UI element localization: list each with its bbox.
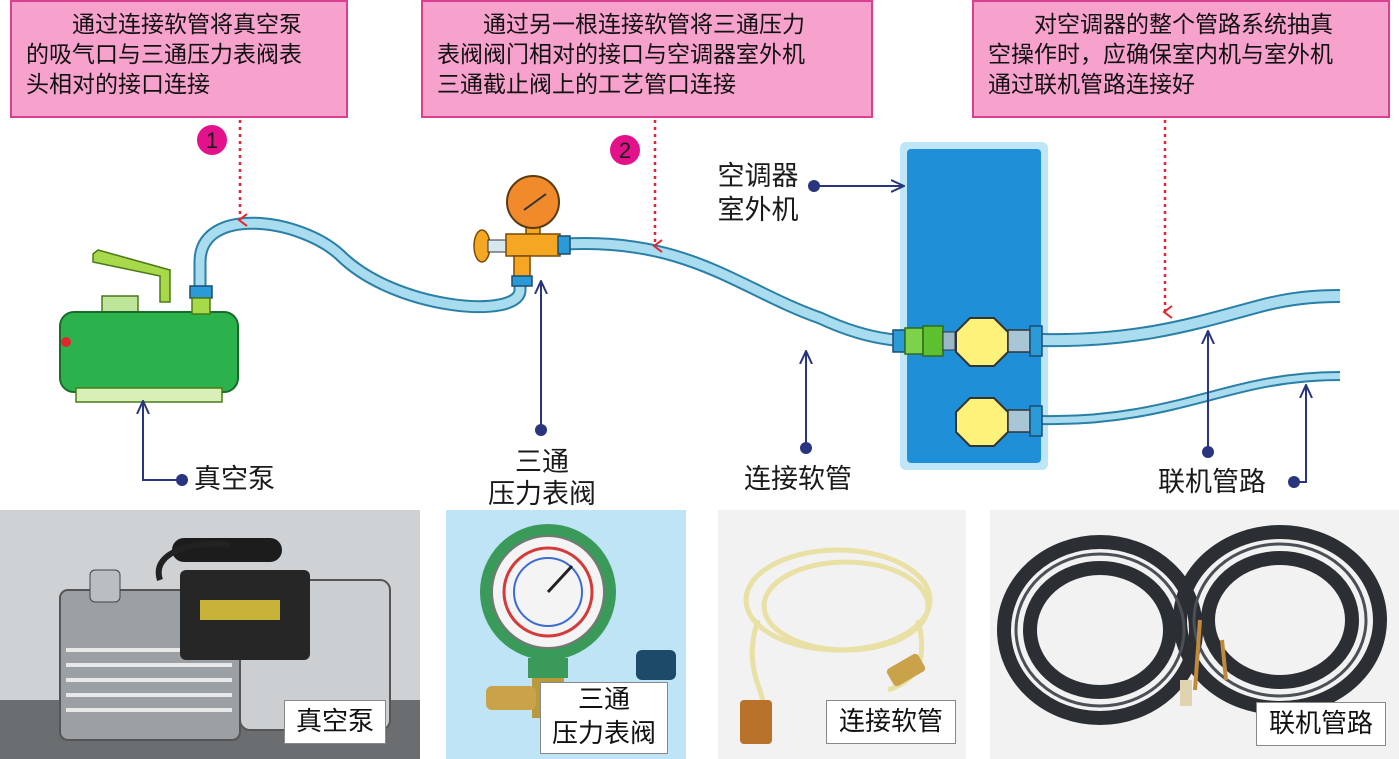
note-1-line-1: 通过连接软管将真空泵 xyxy=(72,12,302,38)
svg-text:1: 1 xyxy=(206,128,218,153)
caption-hose: 连接软管 xyxy=(826,700,956,744)
caption-vacuum-pump: 真空泵 xyxy=(284,700,386,744)
note-2-line-2: 表阀阀门相对的接口与空调器室外机 xyxy=(437,42,805,68)
label-outdoor-line-1: 空调器 xyxy=(717,161,799,192)
note-1-line-3: 头相对的接口连接 xyxy=(26,72,210,98)
instruction-note-2: 通过另一根连接软管将三通压力 表阀阀门相对的接口与空调器室外机 三通截止阀上的工… xyxy=(421,0,873,118)
svg-text:2: 2 xyxy=(619,138,631,163)
label-hose: 连接软管 xyxy=(744,464,852,495)
note-2-line-3: 三通截止阀上的工艺管口连接 xyxy=(437,72,736,98)
note-2-line-1: 通过另一根连接软管将三通压力 xyxy=(483,12,805,38)
gauge-valve-drawing xyxy=(473,175,571,287)
label-outdoor-line-2: 室外机 xyxy=(717,195,799,226)
caption-gauge-valve: 三通 压力表阀 xyxy=(540,682,668,754)
note-3-line-3: 通过联机管路连接好 xyxy=(988,72,1195,98)
label-pointers xyxy=(143,186,1306,483)
step-badge-2: 2 xyxy=(610,135,640,165)
note-3-line-1: 对空调器的整个管路系统抽真 xyxy=(1034,12,1333,38)
instruction-note-3: 对空调器的整个管路系统抽真 空操作时，应确保室内机与室外机 通过联机管路连接好 xyxy=(972,0,1390,118)
photo-gauge-valve: 三通 压力表阀 xyxy=(446,510,686,759)
photo-pipes: 联机管路 xyxy=(990,510,1399,759)
service-valves xyxy=(892,317,1043,447)
outdoor-unit xyxy=(900,142,1048,470)
pointer-dots xyxy=(176,180,1300,488)
connecting-hose xyxy=(193,216,902,347)
photo-hose: 连接软管 xyxy=(718,510,966,759)
step-badge-1: 1 xyxy=(197,125,227,155)
caption-gauge-line-1: 三通 xyxy=(577,685,630,715)
label-gauge-line-1: 三通 xyxy=(515,447,569,478)
label-gauge-line-2: 压力表阀 xyxy=(488,479,596,510)
note-1-line-2: 的吸气口与三通压力表阀表 xyxy=(26,42,302,68)
photo-vacuum-pump: 真空泵 xyxy=(0,510,420,759)
vacuum-pump-drawing xyxy=(59,249,239,403)
diagram-canvas: 1 2 xyxy=(59,120,1341,488)
label-vacuum-pump: 真空泵 xyxy=(194,464,275,495)
caption-gauge-line-2: 压力表阀 xyxy=(551,719,656,749)
step-arrows xyxy=(237,120,1173,319)
label-pipes: 联机管路 xyxy=(1158,467,1266,498)
caption-pipes: 联机管路 xyxy=(1256,702,1386,746)
interconnect-pipes xyxy=(1041,289,1341,426)
note-3-line-2: 空操作时，应确保室内机与室外机 xyxy=(988,42,1333,68)
instruction-note-1: 通过连接软管将真空泵 的吸气口与三通压力表阀表 头相对的接口连接 xyxy=(10,0,348,118)
